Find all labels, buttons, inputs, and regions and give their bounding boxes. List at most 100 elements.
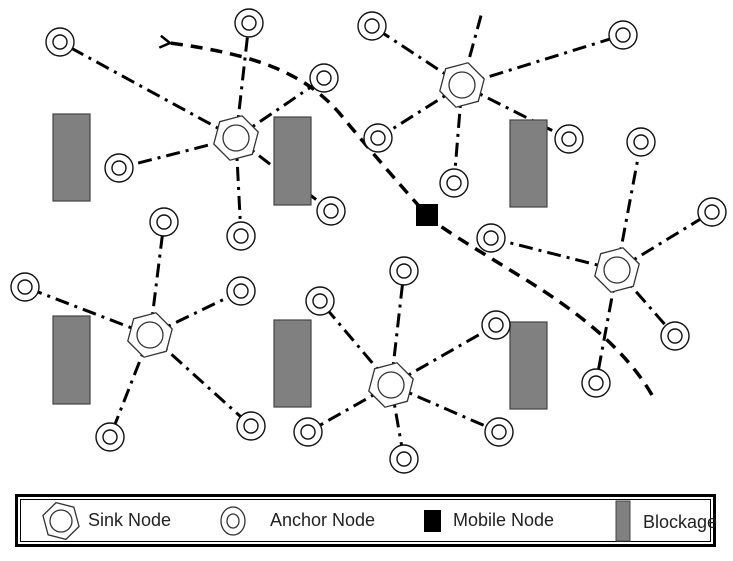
link-line [390,383,500,434]
anchor-node [481,310,511,340]
sink-inner-circle [603,256,631,284]
anchor-outer-circle [554,124,584,154]
anchor-outer-circle [484,417,514,447]
anchor-node [389,256,419,286]
sink-node [439,62,485,108]
anchor-node [363,123,393,153]
link-line [307,383,392,434]
anchor-inner-circle [17,279,33,295]
anchor-inner-circle [615,27,631,43]
anchor-outer-circle [149,207,179,237]
mobile-node-icon [424,509,441,532]
blockage [509,321,548,410]
link-line [148,221,166,336]
anchor-outer-circle [45,27,75,57]
blockage [52,113,91,202]
link-line [234,137,243,237]
anchor-outer-circle [439,168,469,198]
anchor-outer-circle [660,321,690,351]
link-line [234,22,251,139]
sink-hexagon [213,115,259,161]
anchor-inner-circle [102,429,118,445]
mobile-layer [416,204,438,226]
anchor-outer-circle [234,8,264,38]
anchor-inner-circle [364,18,380,34]
blockages-layer [52,113,548,410]
anchor-inner-circle [588,375,604,391]
anchor-inner-circle [633,134,649,150]
anchor-inner-circle [561,131,577,147]
anchor-node [439,168,469,198]
anchor-outer-circle [476,223,506,253]
anchor-node [149,207,179,237]
anchor-node [626,127,656,157]
anchor-node [45,27,75,57]
anchor-inner-circle [111,160,127,176]
anchor-inner-circle [312,293,328,309]
anchor-node [484,417,514,447]
anchor-node [309,63,339,93]
blockage [273,116,312,206]
sink-node [594,247,640,293]
legend-item-sink: Sink Node [40,497,171,544]
anchor-inner-circle [241,15,257,31]
anchor-node [316,196,346,226]
anchor-outer-circle [363,123,393,153]
legend: Sink Node Anchor Node Mobile Node Blocka… [15,494,717,547]
anchor-inner-circle [156,214,172,230]
anchor-inner-circle [316,70,332,86]
anchor-node [554,124,584,154]
anchor-inner-circle [491,424,507,440]
anchor-node [10,272,40,302]
sink-node [213,115,259,161]
anchor-node [226,221,256,251]
anchor-outer-circle [236,411,266,441]
blockage [52,315,91,405]
link-line [461,33,624,87]
link-line [371,24,463,87]
anchor-inner-circle [370,130,386,146]
sink-inner-circle [222,124,250,152]
mobile-trajectory [170,43,654,396]
sink-node-icon [42,501,80,540]
sink-inner-circle [136,321,164,349]
anchor-outer-circle [305,286,335,316]
anchor-inner-circle [233,283,249,299]
links-layer [24,11,713,460]
blockage [273,319,312,408]
anchor-inner-circle [704,204,720,220]
sink-hexagon [594,247,640,293]
legend-item-anchor: Anchor Node [218,497,375,544]
anchor-node [104,153,134,183]
anchor-outer-circle [481,310,511,340]
anchor-inner-circle [396,263,412,279]
anchor-inner-circle [488,317,504,333]
anchor-outer-circle [226,276,256,306]
anchor-outer-circle [357,11,387,41]
link-line [452,84,464,184]
sink-inner-circle [448,71,476,99]
anchor-node-icon [220,505,246,536]
anchor-outer-circle [104,153,134,183]
anchor-outer-circle [10,272,40,302]
anchor-inner-circle [323,203,339,219]
anchor-outer-circle [293,417,323,447]
link-line [318,300,393,386]
link-line [490,236,618,272]
link-line [616,210,713,272]
anchor-inner-circle [446,175,462,191]
legend-item-blockage: Blockage [615,497,717,544]
sink-node [127,312,173,358]
sink-hexagon [127,312,173,358]
anchor-node [226,276,256,306]
legend-label-mobile: Mobile Node [453,510,555,530]
network-diagram [10,8,727,474]
mobile-node [416,204,438,226]
link-line [149,289,242,337]
link-line [377,83,463,140]
anchor-outer-circle [226,221,256,251]
anchor-node [476,223,506,253]
anchor-node [234,8,264,38]
legend-inner-border [20,499,711,542]
anchor-node [357,11,387,41]
